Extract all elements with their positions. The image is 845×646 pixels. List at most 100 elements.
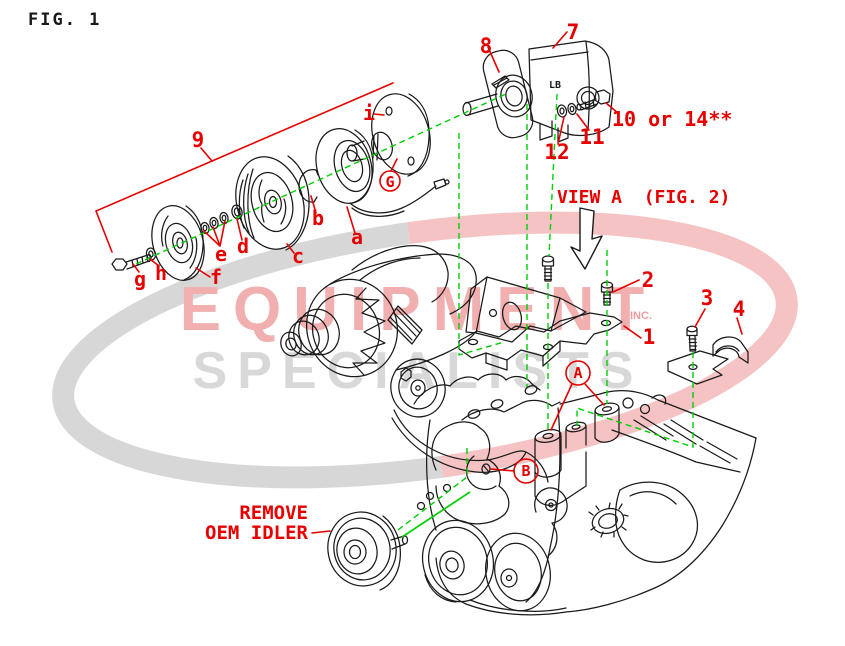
coil-a-connector-tip	[444, 179, 450, 185]
compressor-shaft	[465, 93, 499, 116]
label-12: 12	[544, 140, 569, 164]
bolt-g-head	[111, 258, 128, 271]
wrap-band	[387, 305, 423, 345]
leader-d	[236, 218, 243, 241]
engine-mount-hole-left	[542, 432, 554, 440]
bracket4-base	[667, 350, 729, 385]
coil-a-wire	[349, 185, 437, 217]
washer-12	[556, 104, 568, 118]
bracket1-base-lip	[485, 340, 561, 371]
bolt-10-head	[594, 89, 611, 105]
alignment-lines	[135, 92, 694, 538]
washer-12-hole	[559, 107, 565, 115]
label-i: i	[363, 101, 375, 125]
upper-strap	[351, 245, 449, 303]
axis-line-clutch	[135, 92, 509, 265]
tensioner-pulley-ring	[398, 366, 438, 410]
small-bracket-4	[667, 336, 749, 385]
bolt-3	[686, 328, 698, 352]
engine-left-edge	[426, 419, 437, 531]
leader-remove-idler	[311, 530, 331, 534]
idler-axis-solid	[401, 491, 471, 538]
valve-cover-hatching	[633, 415, 738, 464]
label-g: g	[134, 267, 146, 291]
leader-10	[605, 102, 619, 114]
label-ref-B: B	[521, 462, 530, 480]
callout-leaders	[94, 31, 743, 534]
starter-lump-inner	[629, 491, 677, 505]
label-ref-A: A	[573, 364, 582, 382]
starter-lump	[615, 481, 699, 563]
drop-line-left	[458, 133, 505, 356]
crank-pulley-hub	[500, 568, 518, 588]
leader-B	[490, 468, 515, 472]
engine-ledge	[461, 399, 561, 421]
engine-top-scallops	[413, 373, 541, 405]
drop-line-bolt2a	[547, 93, 558, 431]
coil-a-back-edge	[351, 129, 374, 204]
key-8	[491, 75, 510, 89]
label-e: e	[215, 242, 227, 266]
plug-boss	[622, 397, 634, 409]
idler-ring	[333, 517, 391, 581]
flange-i-hole-top	[385, 106, 393, 116]
leader-A	[550, 383, 605, 431]
clutch-plate-f-edge	[183, 205, 204, 281]
label-2: 2	[642, 268, 655, 292]
clutch-plate-f	[151, 205, 205, 281]
compressor-shaft-end	[462, 101, 472, 117]
compressor-snout-hole	[505, 85, 523, 107]
bracket1-base	[458, 312, 623, 361]
bracket1-flange	[465, 276, 488, 334]
label-4: 4	[733, 297, 746, 321]
label-d: d	[237, 234, 249, 258]
wp-pulley-outer	[421, 519, 495, 603]
idler-outer	[327, 511, 397, 587]
bracket1-gusset	[550, 297, 587, 332]
clutch-plate-f-ring	[164, 222, 194, 264]
compressor-snout-ring	[500, 80, 528, 112]
alternator-face	[311, 293, 381, 369]
washer-e-hole	[211, 219, 217, 227]
leader-g	[132, 263, 140, 273]
crank-pulley-ring	[494, 542, 542, 602]
alternator-fan-zigzag	[352, 287, 386, 376]
tensioner-bolt	[400, 367, 412, 382]
bolt-3	[686, 325, 698, 352]
label-11: 11	[579, 125, 604, 149]
washer-11	[567, 102, 577, 116]
label-b: b	[312, 206, 324, 230]
bracket1-hole-right	[600, 319, 612, 327]
tensioner-arm	[391, 409, 549, 483]
pulley-c-back-edge	[285, 155, 310, 251]
wp-bolt	[425, 491, 435, 501]
label-h: h	[155, 261, 167, 285]
pulley-c-outer	[235, 156, 305, 250]
alternator-body-top	[329, 253, 477, 315]
leader-1	[623, 325, 642, 339]
view-a-note: VIEW A (FIG. 2)	[557, 187, 730, 208]
compressor: LB	[462, 40, 614, 143]
main-bracket-1	[458, 276, 623, 371]
washer-h-hole	[148, 250, 154, 258]
crank-pulley-outer	[485, 532, 551, 612]
engine-ear-boss	[490, 399, 504, 409]
clutch-plate-f-hub	[172, 231, 188, 255]
leader-c	[286, 243, 295, 254]
pulley-c-grooves	[238, 168, 255, 239]
clutch-plate-f-slots	[161, 215, 198, 269]
flange-i-hub	[371, 131, 393, 161]
leader-f	[195, 267, 211, 278]
engine-mount-boss-mid-side	[565, 425, 587, 449]
wp-pulley-hub	[439, 550, 465, 580]
engine-mount-boss-right-side	[594, 407, 620, 443]
idler-shaft-end	[401, 535, 409, 545]
figure-title: FIG. 1	[28, 10, 101, 30]
wp-pulley-ring	[428, 526, 488, 596]
idler-hub	[343, 539, 367, 565]
bracket-9-line	[94, 82, 394, 253]
leader-b	[310, 195, 317, 214]
wp-bolt	[416, 501, 426, 511]
tensioner-pulley-hub	[410, 379, 426, 397]
label-7: 7	[567, 20, 580, 44]
